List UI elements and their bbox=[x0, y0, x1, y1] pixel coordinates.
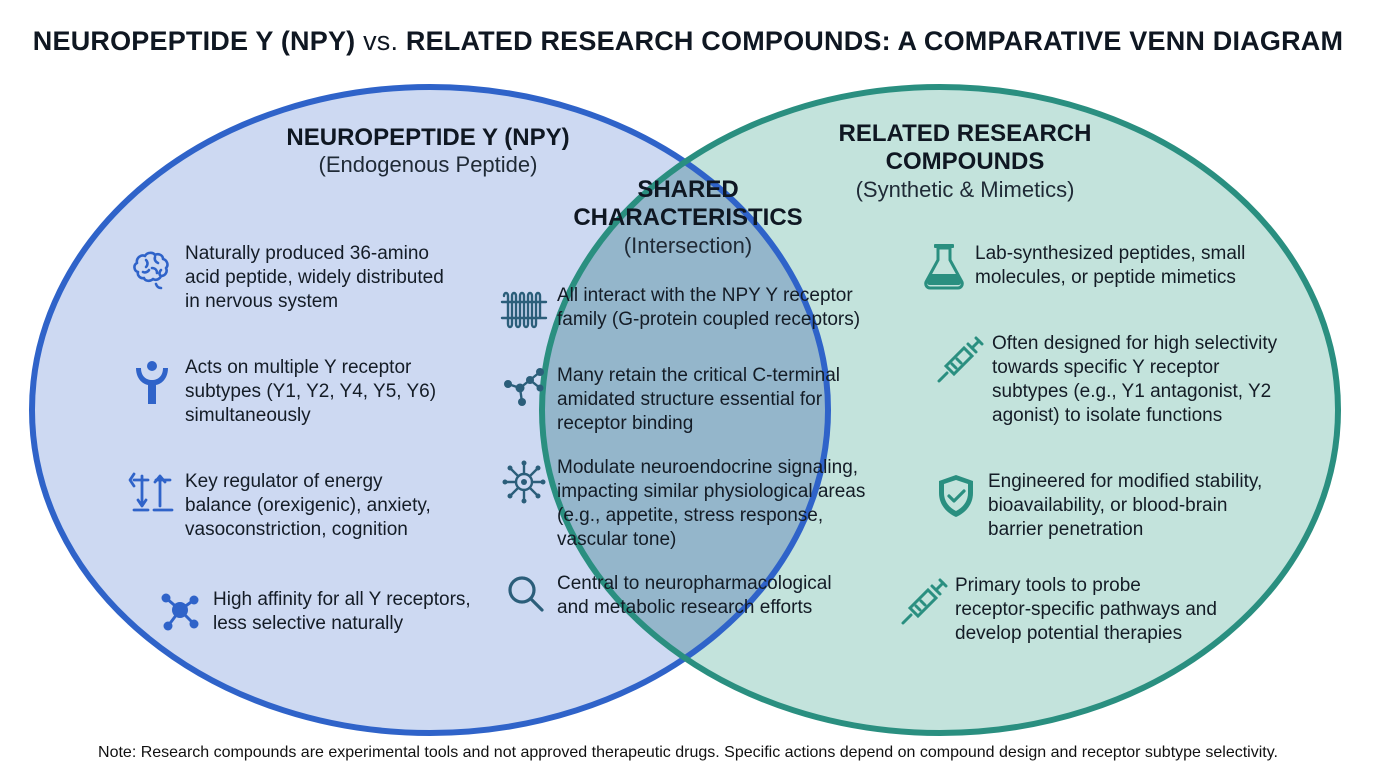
syringe-icon bbox=[937, 336, 984, 383]
brain-icon bbox=[133, 251, 169, 290]
shared-item-2-line: amidated structure essential for bbox=[557, 389, 823, 410]
shared-item-1-line: family (G-protein coupled receptors) bbox=[557, 309, 861, 330]
left-item-3-line: vasoconstriction, cognition bbox=[185, 519, 408, 540]
page-title: NEUROPEPTIDE Y (NPY) vs. RELATED RESEARC… bbox=[0, 26, 1376, 57]
shared-item-2-line: Many retain the critical C-terminal bbox=[557, 365, 840, 386]
title-part1: NEUROPEPTIDE Y (NPY) bbox=[32, 26, 356, 56]
left-title: NEUROPEPTIDE Y (NPY) bbox=[286, 124, 570, 151]
right-item-2-line: towards specific Y receptor bbox=[992, 357, 1220, 378]
left-item-2-line: Acts on multiple Y receptor bbox=[185, 357, 412, 378]
magnifier-icon bbox=[508, 576, 544, 612]
shared-item-3-line: vascular tone) bbox=[557, 529, 677, 550]
balance-arrows-icon bbox=[128, 472, 174, 512]
shared-item-4-line: and metabolic research efforts bbox=[557, 597, 813, 618]
left-item-4-line: High affinity for all Y receptors, bbox=[213, 589, 471, 610]
left-item-3-line: balance (orexigenic), anxiety, bbox=[185, 495, 431, 516]
shared-title-line1: SHARED bbox=[637, 176, 739, 203]
right-item-3-line: bioavailability, or blood-brain bbox=[988, 495, 1228, 516]
right-item-1-line: Lab-synthesized peptides, small bbox=[975, 243, 1246, 264]
left-heading: NEUROPEPTIDE Y (NPY) (Endogenous Peptide… bbox=[228, 124, 628, 178]
right-title-line2: COMPOUNDS bbox=[885, 148, 1045, 176]
shared-item-3-line: (e.g., appetite, stress response, bbox=[557, 505, 824, 526]
right-subtitle: (Synthetic & Mimetics) bbox=[855, 176, 1075, 202]
gpcr-icon bbox=[500, 291, 548, 329]
left-item-1-line: acid peptide, widely distributed bbox=[185, 267, 444, 288]
left-item-1-line: Naturally produced 36-amino bbox=[185, 243, 429, 264]
right-circle-border bbox=[539, 84, 1341, 736]
shared-item-3-line: Modulate neuroendocrine signaling, bbox=[557, 457, 859, 478]
right-item-2-line: subtypes (e.g., Y1 antagonist, Y2 bbox=[992, 381, 1272, 402]
shared-item-1-line: All interact with the NPY Y receptor bbox=[557, 285, 853, 306]
shared-heading: SHARED CHARACTERISTICS (Intersection) bbox=[538, 176, 838, 259]
left-item-2-line: subtypes (Y1, Y2, Y4, Y5, Y6) bbox=[185, 381, 437, 402]
shared-title-line2: CHARACTERISTICS bbox=[573, 204, 803, 232]
flask-icon bbox=[924, 244, 964, 290]
shield-check-icon bbox=[939, 475, 973, 517]
receptor-icon bbox=[136, 361, 168, 404]
right-item-4-line: develop potential therapies bbox=[955, 623, 1183, 644]
right-heading: RELATED RESEARCH COMPOUNDS (Synthetic & … bbox=[815, 120, 1115, 203]
left-item-4-line: less selective naturally bbox=[213, 613, 404, 634]
shared-item-3-line: impacting similar physiological areas bbox=[557, 481, 866, 502]
title-part2: RELATED RESEARCH COMPOUNDS: A COMPARATIV… bbox=[405, 26, 1344, 56]
left-circle-border bbox=[29, 84, 831, 736]
shared-subtitle: (Intersection) bbox=[623, 232, 753, 258]
right-item-1-line: molecules, or peptide mimetics bbox=[975, 267, 1236, 288]
left-item-1-line: in nervous system bbox=[185, 291, 339, 312]
right-title-line1: RELATED RESEARCH bbox=[838, 120, 1092, 147]
right-item-3-line: barrier penetration bbox=[988, 519, 1144, 540]
right-item-2-line: Often designed for high selectivity bbox=[992, 333, 1278, 354]
shared-item-4-line: Central to neuropharmacological bbox=[557, 573, 832, 594]
syringe-icon bbox=[901, 578, 948, 625]
shared-item-2-line: receptor binding bbox=[557, 413, 694, 434]
title-vs: vs. bbox=[363, 26, 399, 56]
right-item-4-line: receptor-specific pathways and bbox=[955, 599, 1217, 620]
left-item-2-line: simultaneously bbox=[185, 405, 311, 426]
left-subtitle: (Endogenous Peptide) bbox=[318, 152, 538, 178]
right-item-4-line: Primary tools to probe bbox=[955, 575, 1141, 596]
footnote: Note: Research compounds are experimenta… bbox=[98, 744, 1278, 761]
chain-icon bbox=[504, 368, 544, 406]
left-item-3-line: Key regulator of energy bbox=[185, 471, 383, 492]
intersection-area bbox=[542, 87, 828, 733]
right-item-3-line: Engineered for modified stability, bbox=[988, 471, 1263, 492]
molecule-icon bbox=[161, 593, 199, 631]
right-item-2-line: agonist) to isolate functions bbox=[992, 405, 1223, 426]
neuron-icon bbox=[502, 460, 546, 504]
